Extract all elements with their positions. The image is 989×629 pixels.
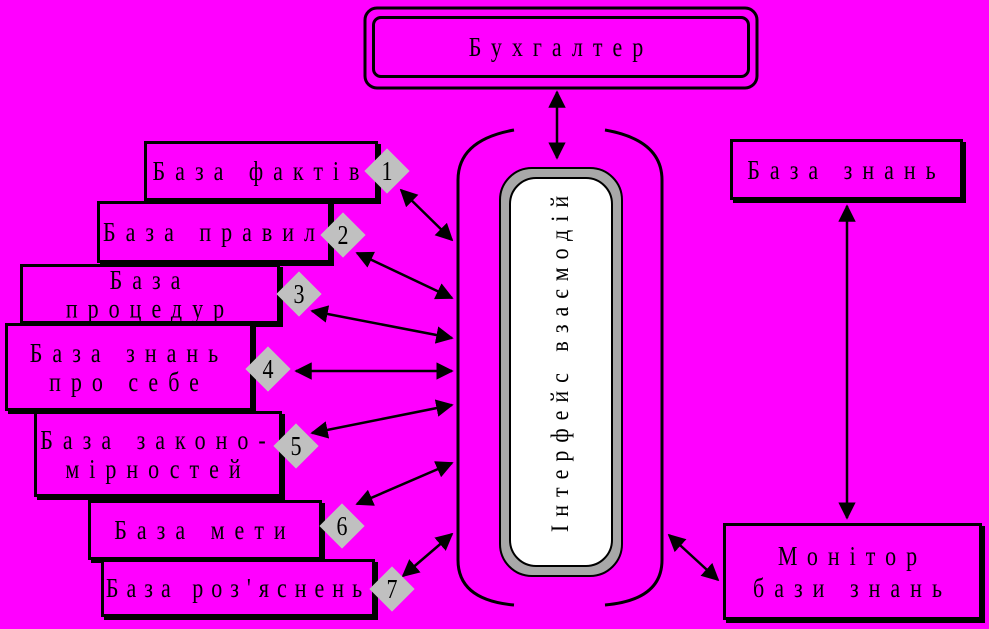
arrow-interface-monitor bbox=[667, 533, 720, 582]
arrow-base-1 bbox=[399, 188, 454, 242]
arrow-base-2 bbox=[355, 251, 454, 300]
base-label-5-line1: База законо- bbox=[40, 423, 276, 456]
monitor-label-line1: Монітор bbox=[777, 540, 928, 572]
base-label-4-line1: База знань bbox=[29, 336, 229, 369]
monitor-label-line2: бази знань bbox=[753, 571, 952, 603]
arrow-base-5 bbox=[310, 399, 454, 439]
base-box-5: База законо- мірностей bbox=[34, 411, 282, 497]
number-badge-1: 1 bbox=[364, 148, 410, 194]
number-badge-3: 3 bbox=[276, 271, 322, 317]
knowledge-base-label: База знань bbox=[747, 153, 946, 186]
monitor-box: Монітор бази знань bbox=[723, 523, 982, 620]
base-label-1: База фактів bbox=[152, 155, 370, 187]
accountant-box: Бухгалтер bbox=[372, 16, 750, 78]
interface-bracket-right bbox=[604, 128, 664, 607]
base-label-2: База правил bbox=[102, 216, 326, 248]
knowledge-base-box: База знань bbox=[730, 139, 963, 200]
base-label-4-line2: про себе bbox=[49, 365, 209, 398]
base-box-4: База знань про себе bbox=[5, 323, 253, 411]
interface-capsule-inner bbox=[509, 177, 613, 567]
arrow-base-6 bbox=[355, 461, 454, 506]
number-badge-4: 4 bbox=[245, 346, 291, 392]
base-label-7: База роз'яснень bbox=[105, 572, 371, 604]
base-box-6: База мети bbox=[88, 500, 322, 560]
number-badge-5: 5 bbox=[273, 423, 319, 469]
interface-bracket-left bbox=[456, 128, 515, 607]
number-badge-7: 7 bbox=[369, 566, 415, 612]
base-box-1: База фактів bbox=[144, 141, 378, 201]
base-label-6: База мети bbox=[114, 514, 296, 546]
base-box-3: База процедур bbox=[20, 264, 280, 324]
base-box-2: База правил bbox=[97, 201, 331, 263]
base-box-7: База роз'яснень bbox=[101, 559, 375, 617]
base-label-3: База процедур bbox=[65, 263, 235, 324]
base-label-5-line2: мірностей bbox=[65, 452, 251, 485]
number-badge-2: 2 bbox=[320, 212, 366, 258]
interface-label: Інтерфейс взаємодій bbox=[545, 187, 574, 533]
accountant-label: Бухгалтер bbox=[468, 31, 654, 63]
number-badge-6: 6 bbox=[319, 503, 365, 549]
arrow-base-3 bbox=[310, 305, 454, 344]
